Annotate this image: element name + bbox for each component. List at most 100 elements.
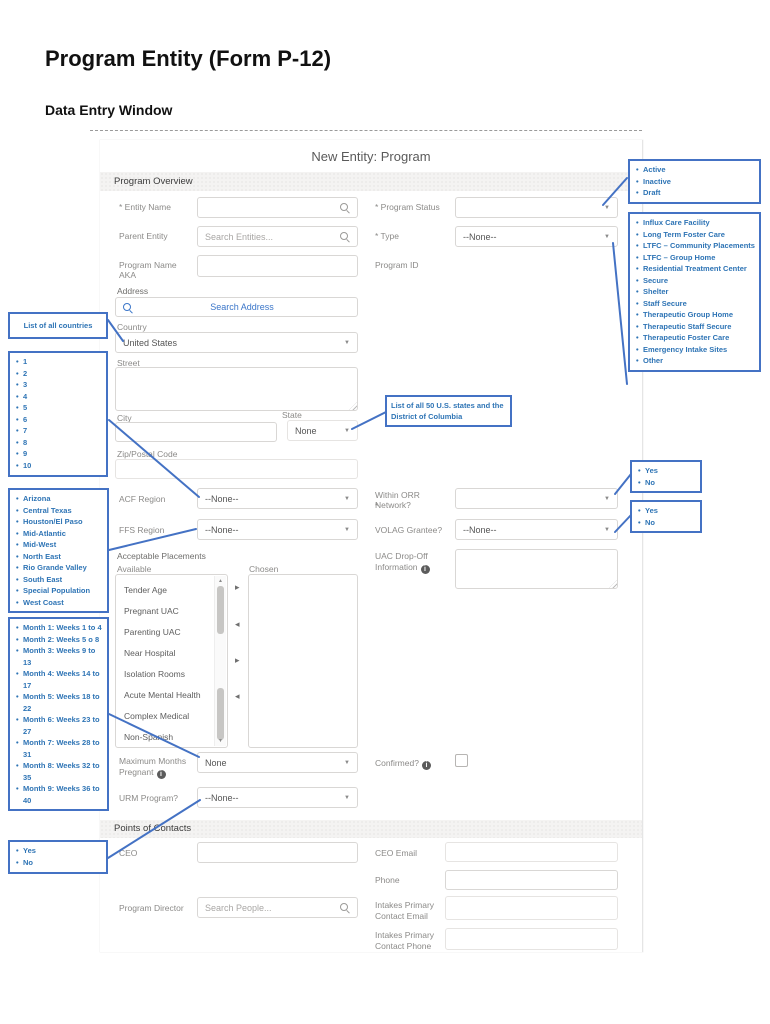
ceo-input[interactable] [197, 842, 358, 863]
within-orr-dropdown[interactable]: ▼ [455, 488, 618, 509]
search-icon [122, 302, 133, 313]
move-right-button[interactable]: ▸ [235, 582, 240, 592]
list-item: Mid-Atlantic [14, 528, 103, 540]
list-item: Staff Secure [634, 298, 755, 310]
program-status-dropdown[interactable]: ▼ [455, 197, 618, 218]
list-item[interactable]: Acute Mental Health [124, 690, 201, 700]
parent-entity-label: Parent Entity [119, 231, 168, 241]
list-item: Therapeutic Staff Secure [634, 321, 755, 333]
move-right-button[interactable]: ▸ [235, 655, 240, 665]
scrollbar-thumb[interactable] [217, 688, 224, 740]
form-title: New Entity: Program [311, 149, 431, 164]
callout-program-status-options: ActiveInactiveDraft [628, 159, 761, 204]
scroll-up-icon[interactable]: ▲ [218, 578, 223, 584]
list-item[interactable]: Near Hospital [124, 648, 176, 658]
scroll-down-icon[interactable]: ▼ [218, 738, 223, 744]
intakes-phone-label-line1: Intakes Primary [375, 930, 435, 940]
zip-input[interactable] [115, 459, 358, 479]
search-icon [339, 202, 350, 213]
list-item: 3 [14, 379, 102, 391]
uac-dropoff-textarea[interactable] [455, 549, 618, 589]
chevron-down-icon: ▼ [604, 233, 610, 240]
search-icon [339, 902, 350, 913]
list-item[interactable]: Pregnant UAC [124, 606, 179, 616]
list-item: 5 [14, 402, 102, 414]
country-dropdown[interactable]: United States ▼ [115, 332, 358, 353]
callout-orr-options: YesNo [630, 460, 702, 493]
street-textarea[interactable] [115, 367, 358, 411]
list-item: 7 [14, 425, 102, 437]
acf-region-dropdown[interactable]: --None-- ▼ [197, 488, 358, 509]
chevron-down-icon: ▼ [604, 495, 610, 502]
max-months-dropdown[interactable]: None ▼ [197, 752, 358, 773]
callout-urm-options: YesNo [8, 840, 108, 874]
list-item: LTFC – Community Placements [634, 240, 755, 252]
list-item: Inactive [634, 176, 755, 188]
ceo-email-input[interactable] [445, 842, 618, 862]
program-id-label: Program ID [375, 260, 419, 270]
intakes-email-input[interactable] [445, 896, 618, 920]
list-item[interactable]: Non-Spanish [124, 732, 174, 742]
volag-dropdown[interactable]: --None-- ▼ [455, 519, 618, 540]
search-address-button[interactable]: Search Address [115, 297, 358, 317]
list-item[interactable]: Tender Age [124, 585, 168, 595]
max-months-label-line1: Maximum Months [119, 756, 187, 766]
move-left-button[interactable]: ◂ [235, 619, 240, 629]
country-label: Country [117, 322, 147, 332]
intakes-phone-input[interactable] [445, 928, 618, 950]
list-item: 8 [14, 437, 102, 449]
chevron-down-icon: ▼ [344, 526, 350, 533]
volag-label: VOLAG Grantee? [375, 525, 443, 535]
list-item: Yes [636, 465, 696, 477]
chosen-listbox[interactable] [248, 574, 358, 748]
search-icon [339, 231, 350, 242]
type-dropdown[interactable]: --None-- ▼ [455, 226, 618, 247]
program-status-label: * Program Status [375, 202, 440, 212]
list-item: Month 3: Weeks 9 to 13 [14, 645, 103, 668]
list-item: 10 [14, 460, 102, 472]
ffs-region-dropdown[interactable]: --None-- ▼ [197, 519, 358, 540]
callout-countries-note: List of all countries [8, 312, 108, 339]
chosen-label: Chosen [249, 564, 279, 574]
resize-grip-icon[interactable] [609, 580, 617, 588]
entity-name-input[interactable] [197, 197, 358, 218]
scrollbar[interactable]: ▲ ▼ [214, 576, 226, 746]
program-director-field[interactable] [205, 902, 325, 913]
list-item: Month 9: Weeks 36 to 40 [14, 783, 103, 806]
move-left-button[interactable]: ◂ [235, 691, 240, 701]
phone-input[interactable] [445, 870, 618, 890]
state-dropdown[interactable]: None ▼ [287, 420, 358, 441]
list-item: Yes [14, 845, 102, 857]
city-input[interactable] [115, 422, 277, 442]
program-director-input[interactable] [197, 897, 358, 918]
list-item: Influx Care Facility [634, 217, 755, 229]
callout-volag-options: YesNo [630, 500, 702, 533]
scrollbar-thumb[interactable] [217, 586, 224, 634]
street-label: Street [117, 358, 140, 368]
chevron-down-icon: ▼ [604, 204, 610, 211]
info-icon: i [156, 770, 166, 779]
within-orr-label: Within ORR Network? [375, 490, 420, 510]
list-item: Yes [636, 505, 696, 517]
list-item[interactable]: Complex Medical [124, 711, 190, 721]
city-label: City [117, 413, 132, 423]
program-name-aka-input[interactable] [197, 255, 358, 277]
resize-grip-icon[interactable] [349, 402, 357, 410]
confirmed-checkbox[interactable] [455, 754, 468, 767]
parent-entity-field[interactable] [205, 231, 325, 242]
section-divider [90, 130, 642, 131]
state-label: State [282, 410, 302, 420]
parent-entity-input[interactable] [197, 226, 358, 247]
urm-program-dropdown[interactable]: --None-- ▼ [197, 787, 358, 808]
list-item[interactable]: Isolation Rooms [124, 669, 185, 679]
list-item[interactable]: Parenting UAC [124, 627, 181, 637]
list-item: Active [634, 164, 755, 176]
confirmed-label: Confirmed?i [375, 758, 431, 770]
address-label: Address [117, 286, 149, 296]
list-item: Shelter [634, 286, 755, 298]
section-heading: Data Entry Window [45, 102, 173, 118]
list-item: West Coast [14, 597, 103, 609]
